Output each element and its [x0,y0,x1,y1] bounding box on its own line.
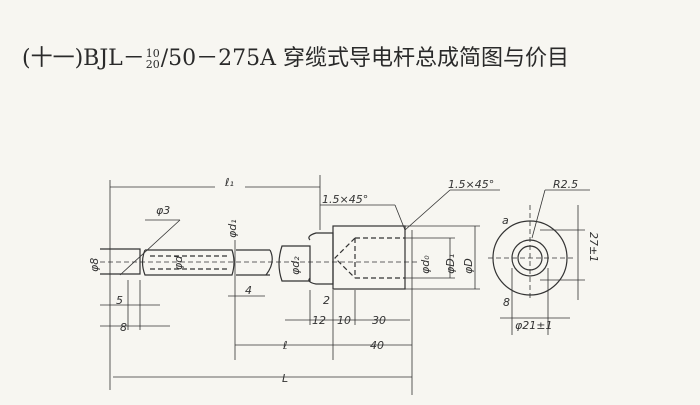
fraction-bottom: 20 [145,58,160,71]
title-suffix: /50－275A 穿缆式导电杆总成简图与价目 [160,46,570,71]
label-l: ℓ [282,339,288,352]
rod-side-view [100,225,480,290]
dimension-lines [100,175,500,395]
label-end-a: a [502,214,509,227]
label-phi-D1: φD₁ [444,254,457,274]
label-phi8: φ8 [88,258,101,272]
label-dim-12: 12 [312,314,326,327]
label-dim-30: 30 [372,314,386,327]
label-L: L [282,372,288,385]
fraction-top: 10 [145,47,160,60]
label-end-8: 8 [503,296,510,309]
label-dim-40: 40 [370,339,384,352]
label-phi-d1: φd₁ [226,219,239,238]
label-dim-2: 2 [323,294,330,307]
label-dim-4: 4 [245,284,252,297]
label-dim-27: 27±1 [587,232,600,262]
label-phi21: φ21±1 [515,319,552,332]
label-chamfer-2: 1.5×45° [448,178,494,191]
label-l1: ℓ₁ [224,176,234,189]
label-phi-d2: φd₂ [289,256,302,275]
label-r25: R2.5 [553,178,578,191]
label-dim-8: 8 [120,321,127,334]
label-phi-d: φd [172,255,185,270]
title-prefix: (十一)BJL－ [22,46,145,71]
label-chamfer-1: 1.5×45° [322,193,368,206]
label-dim-5: 5 [116,294,123,307]
label-phi-D: φD [462,258,475,274]
label-phi-d0: φd₀ [419,255,432,274]
label-phi3: φ3 [156,204,170,217]
rod-end-view [488,189,590,335]
label-dim-10: 10 [337,314,351,327]
